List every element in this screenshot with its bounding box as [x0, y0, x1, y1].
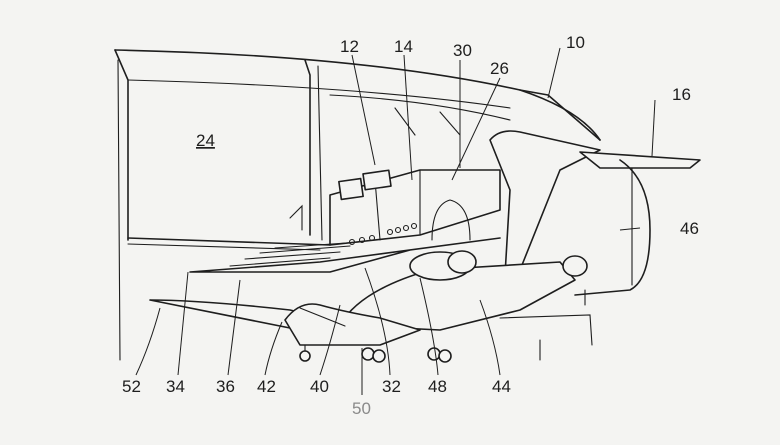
leader-lines: [135, 47, 656, 395]
label-24: 24: [196, 131, 215, 150]
aircraft: [149, 250, 593, 361]
label-14: 14: [394, 37, 413, 56]
label-30: 30: [453, 41, 472, 60]
hangar-structure: [114, 49, 601, 361]
label-16: 16: [672, 85, 691, 104]
label-52: 52: [122, 377, 141, 396]
label-10: 10: [566, 33, 585, 52]
deck-ramps: [189, 237, 501, 273]
cabin-equipment: [289, 107, 501, 246]
label-50: 50: [352, 399, 371, 418]
reference-numerals: 10 12 14 30 26 16 24 46 52 34 36 42 40 3…: [122, 33, 699, 418]
label-26: 26: [490, 59, 509, 78]
label-32: 32: [382, 377, 401, 396]
label-34: 34: [166, 377, 185, 396]
label-36: 36: [216, 377, 235, 396]
landing-gear: [299, 344, 452, 363]
label-12: 12: [340, 37, 359, 56]
label-42: 42: [257, 377, 276, 396]
label-44: 44: [492, 377, 511, 396]
label-48: 48: [428, 377, 447, 396]
label-40: 40: [310, 377, 329, 396]
label-46: 46: [680, 219, 699, 238]
